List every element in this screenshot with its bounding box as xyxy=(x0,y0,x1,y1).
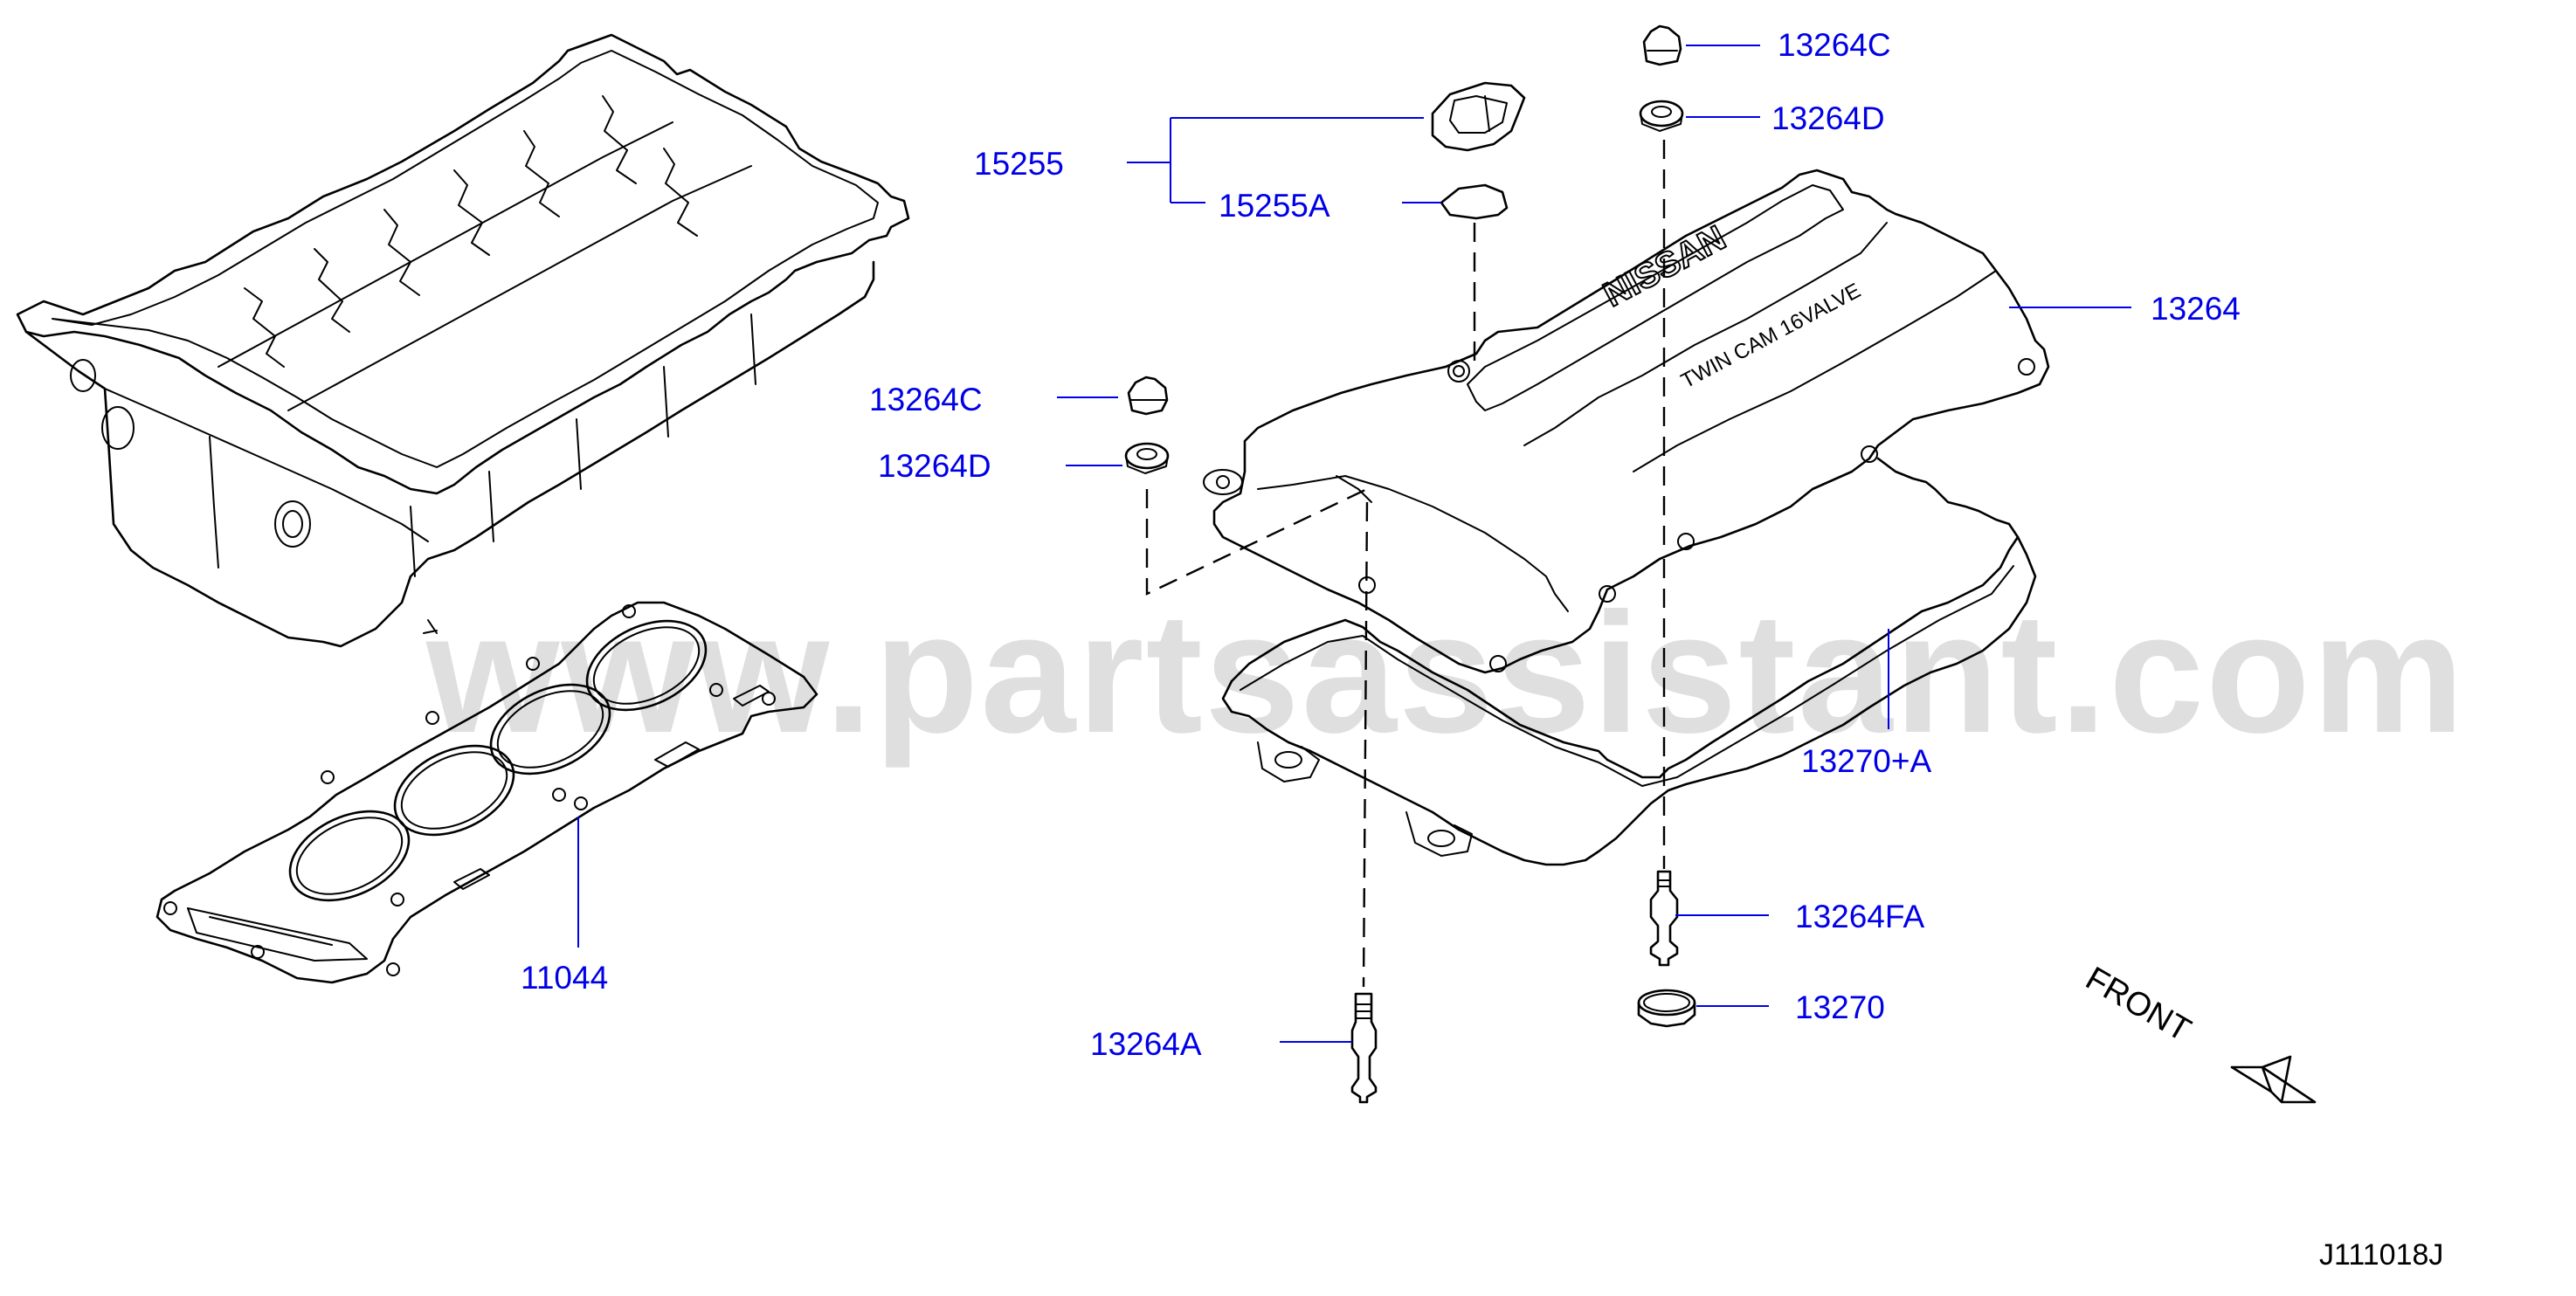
cover-stud-a[interactable] xyxy=(1350,992,1378,1104)
callout-15255a[interactable]: 15255A xyxy=(1219,188,1330,224)
callout-13270a[interactable]: 13270+A xyxy=(1801,743,1931,779)
callout-13264fa[interactable]: 13264FA xyxy=(1795,899,1924,934)
callout-13264c-left[interactable]: 13264C xyxy=(869,382,983,417)
oil-filler-cap[interactable] xyxy=(1431,81,1526,152)
callout-11044[interactable]: 11044 xyxy=(521,960,608,996)
assembly-lines xyxy=(1145,140,1666,988)
cover-engine-marking: TWIN CAM 16VALVE xyxy=(1677,279,1864,393)
front-indicator: FRONT xyxy=(2080,960,2317,1104)
leader-15255 xyxy=(1127,117,1424,203)
drawing-code: J111018J xyxy=(2319,1238,2443,1272)
spark-plug-tube-seal[interactable] xyxy=(1637,989,1696,1028)
front-label: FRONT xyxy=(2080,960,2197,1049)
cylinder-head-gasket[interactable] xyxy=(155,601,818,984)
callout-15255[interactable]: 15255 xyxy=(974,146,1064,182)
cover-grommet-left[interactable] xyxy=(1124,442,1170,474)
callout-13270[interactable]: 13270 xyxy=(1795,989,1885,1025)
filler-cap-gasket[interactable] xyxy=(1440,183,1509,220)
cover-nut-left[interactable] xyxy=(1127,376,1169,416)
cover-stud-fa[interactable] xyxy=(1649,870,1679,967)
dash-stud-a xyxy=(1362,501,1369,988)
cover-nut-top[interactable] xyxy=(1642,24,1682,66)
front-arrow-icon xyxy=(2230,1055,2317,1104)
dash-left-nut xyxy=(1145,487,1368,596)
leader-lines xyxy=(577,45,2131,1043)
callout-labels: 13264C 13264D 15255 15255A 13264 13264C … xyxy=(521,27,2241,1062)
callout-13264a[interactable]: 13264A xyxy=(1090,1026,1202,1062)
cylinder-head[interactable] xyxy=(16,33,910,648)
callout-13264[interactable]: 13264 xyxy=(2151,291,2241,327)
cover-grommet-top[interactable] xyxy=(1639,100,1684,132)
callout-13264c-top[interactable]: 13264C xyxy=(1778,27,1891,63)
callout-13264d-left[interactable]: 13264D xyxy=(878,448,991,484)
callout-13264d-top[interactable]: 13264D xyxy=(1771,100,1885,136)
watermark: www.partsassistant.com xyxy=(425,577,2466,769)
rocker-cover-gasket[interactable] xyxy=(1221,457,2037,866)
